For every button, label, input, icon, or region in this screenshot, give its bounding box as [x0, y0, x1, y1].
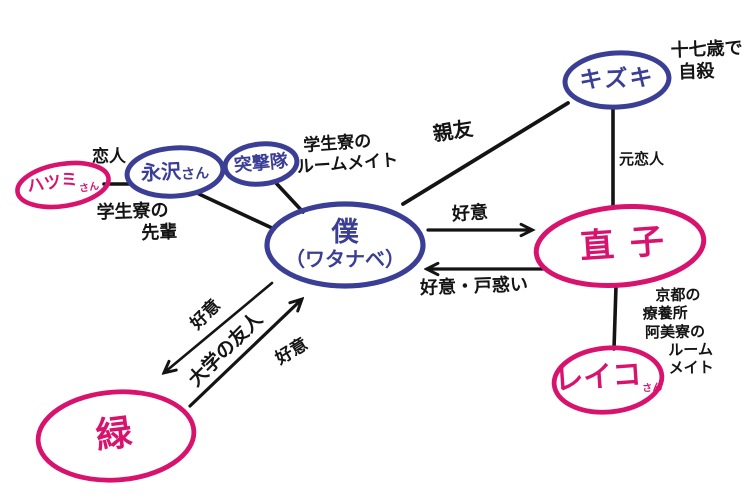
- node-midori-name: 緑: [93, 412, 135, 458]
- label-kizuki-note: 十七歳で 自殺: [670, 38, 743, 84]
- label-motokoibito: 元恋人: [619, 150, 664, 168]
- node-naoko: 直子: [563, 220, 682, 268]
- label-koui-tomadoi: 好意・戸惑い: [420, 274, 529, 300]
- edge-totsugekitai-boku: [274, 181, 305, 214]
- label-motokoibito-text: 元恋人: [619, 150, 665, 168]
- node-ellipse-midori: [35, 389, 197, 483]
- node-boku-name: 僕: [331, 217, 359, 249]
- node-boku-name2: （ワタナベ）: [285, 246, 405, 271]
- label-dorm-senpai-line1: 学生寮の: [96, 199, 169, 224]
- label-kizuki-note-line1: 十七歳で: [670, 37, 743, 62]
- node-reiko-suffix: さん: [641, 382, 663, 395]
- label-koibito-text: 恋人: [92, 147, 126, 167]
- node-nagasawa-suffix: さん: [180, 165, 210, 183]
- node-ellipse-boku: [264, 201, 426, 289]
- node-reiko-name: レイコ: [553, 356, 643, 397]
- label-dorm-senpai-line2: 先輩: [140, 221, 178, 244]
- label-koibito: 恋人: [92, 147, 126, 168]
- node-naoko-name: 直子: [578, 220, 682, 268]
- node-ellipse-reiko: [551, 345, 665, 415]
- node-midori: 緑: [93, 412, 135, 458]
- label-dorm-roommate: 学生寮の ルームメイト: [295, 130, 399, 178]
- node-ellipse-naoko: [533, 203, 707, 289]
- label-dorm-senpai: 学生寮の 先輩: [96, 200, 177, 247]
- node-ellipse-totsugekitai: [222, 141, 300, 187]
- node-ellipse-hatsumi: [15, 160, 111, 210]
- node-nagasawa: 永沢さん: [140, 159, 209, 186]
- label-reiko-note-line2: 療養所: [642, 304, 688, 323]
- label-reiko-note-line3: 阿美寮の: [644, 322, 706, 342]
- label-reiko-note-line4: ルーム: [668, 340, 714, 360]
- label-koui-tomadoi-text: 好意・戸惑い: [419, 274, 529, 299]
- edge-nagasawa-boku: [197, 192, 274, 230]
- label-koui-to-naoko: 好意: [451, 202, 488, 226]
- edge-naoko-reiko: [612, 284, 618, 351]
- label-koui-to-naoko-text: 好意: [451, 201, 489, 226]
- edge-boku-kizuki: [401, 101, 570, 206]
- arrow-boku-to-midori: [165, 281, 274, 372]
- label-reiko-note-line1: 京都の: [655, 285, 701, 305]
- node-boku: 僕 （ワタナベ）: [285, 218, 405, 270]
- label-reiko-note: 京都の 療養所 阿美寮の ルーム メイト: [640, 285, 714, 378]
- label-kizuki-note-line2: 自殺: [678, 60, 715, 83]
- node-ellipse-kizuki: [562, 50, 672, 110]
- node-kizuki-name: キズキ: [579, 65, 655, 94]
- node-nagasawa-name: 永沢: [140, 159, 182, 186]
- label-reiko-note-line5: メイト: [668, 358, 714, 378]
- node-kizuki: キズキ: [579, 65, 655, 94]
- arrow-midori-to-boku: [188, 300, 301, 408]
